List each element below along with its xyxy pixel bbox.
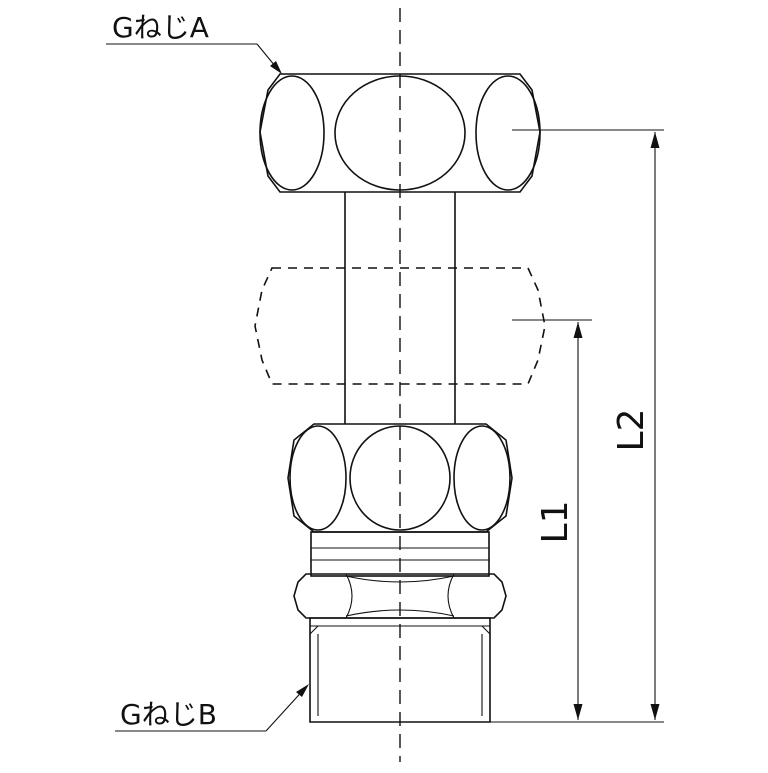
dimension-lines (490, 129, 664, 723)
dim-l2-label: L2 (611, 409, 652, 452)
male-thread-body (309, 617, 491, 723)
dim-l2-arrow-top (650, 132, 660, 148)
alt-nut-position-dashed (254, 267, 546, 385)
label-thread-a: GねじA (112, 11, 209, 44)
label-thread-b: GねじB (120, 698, 217, 731)
dim-l1-arrow-top (573, 322, 583, 338)
dim-l1-label: L1 (535, 501, 576, 544)
dim-l2-arrow-bottom (650, 704, 660, 720)
dim-l1-arrow-bottom (573, 704, 583, 720)
pipe-body (344, 192, 456, 424)
top-hex-nut (259, 73, 541, 193)
leader-thread-b (115, 684, 309, 732)
leader-thread-a (106, 43, 282, 74)
lock-nut (293, 573, 507, 619)
collar (310, 531, 490, 577)
